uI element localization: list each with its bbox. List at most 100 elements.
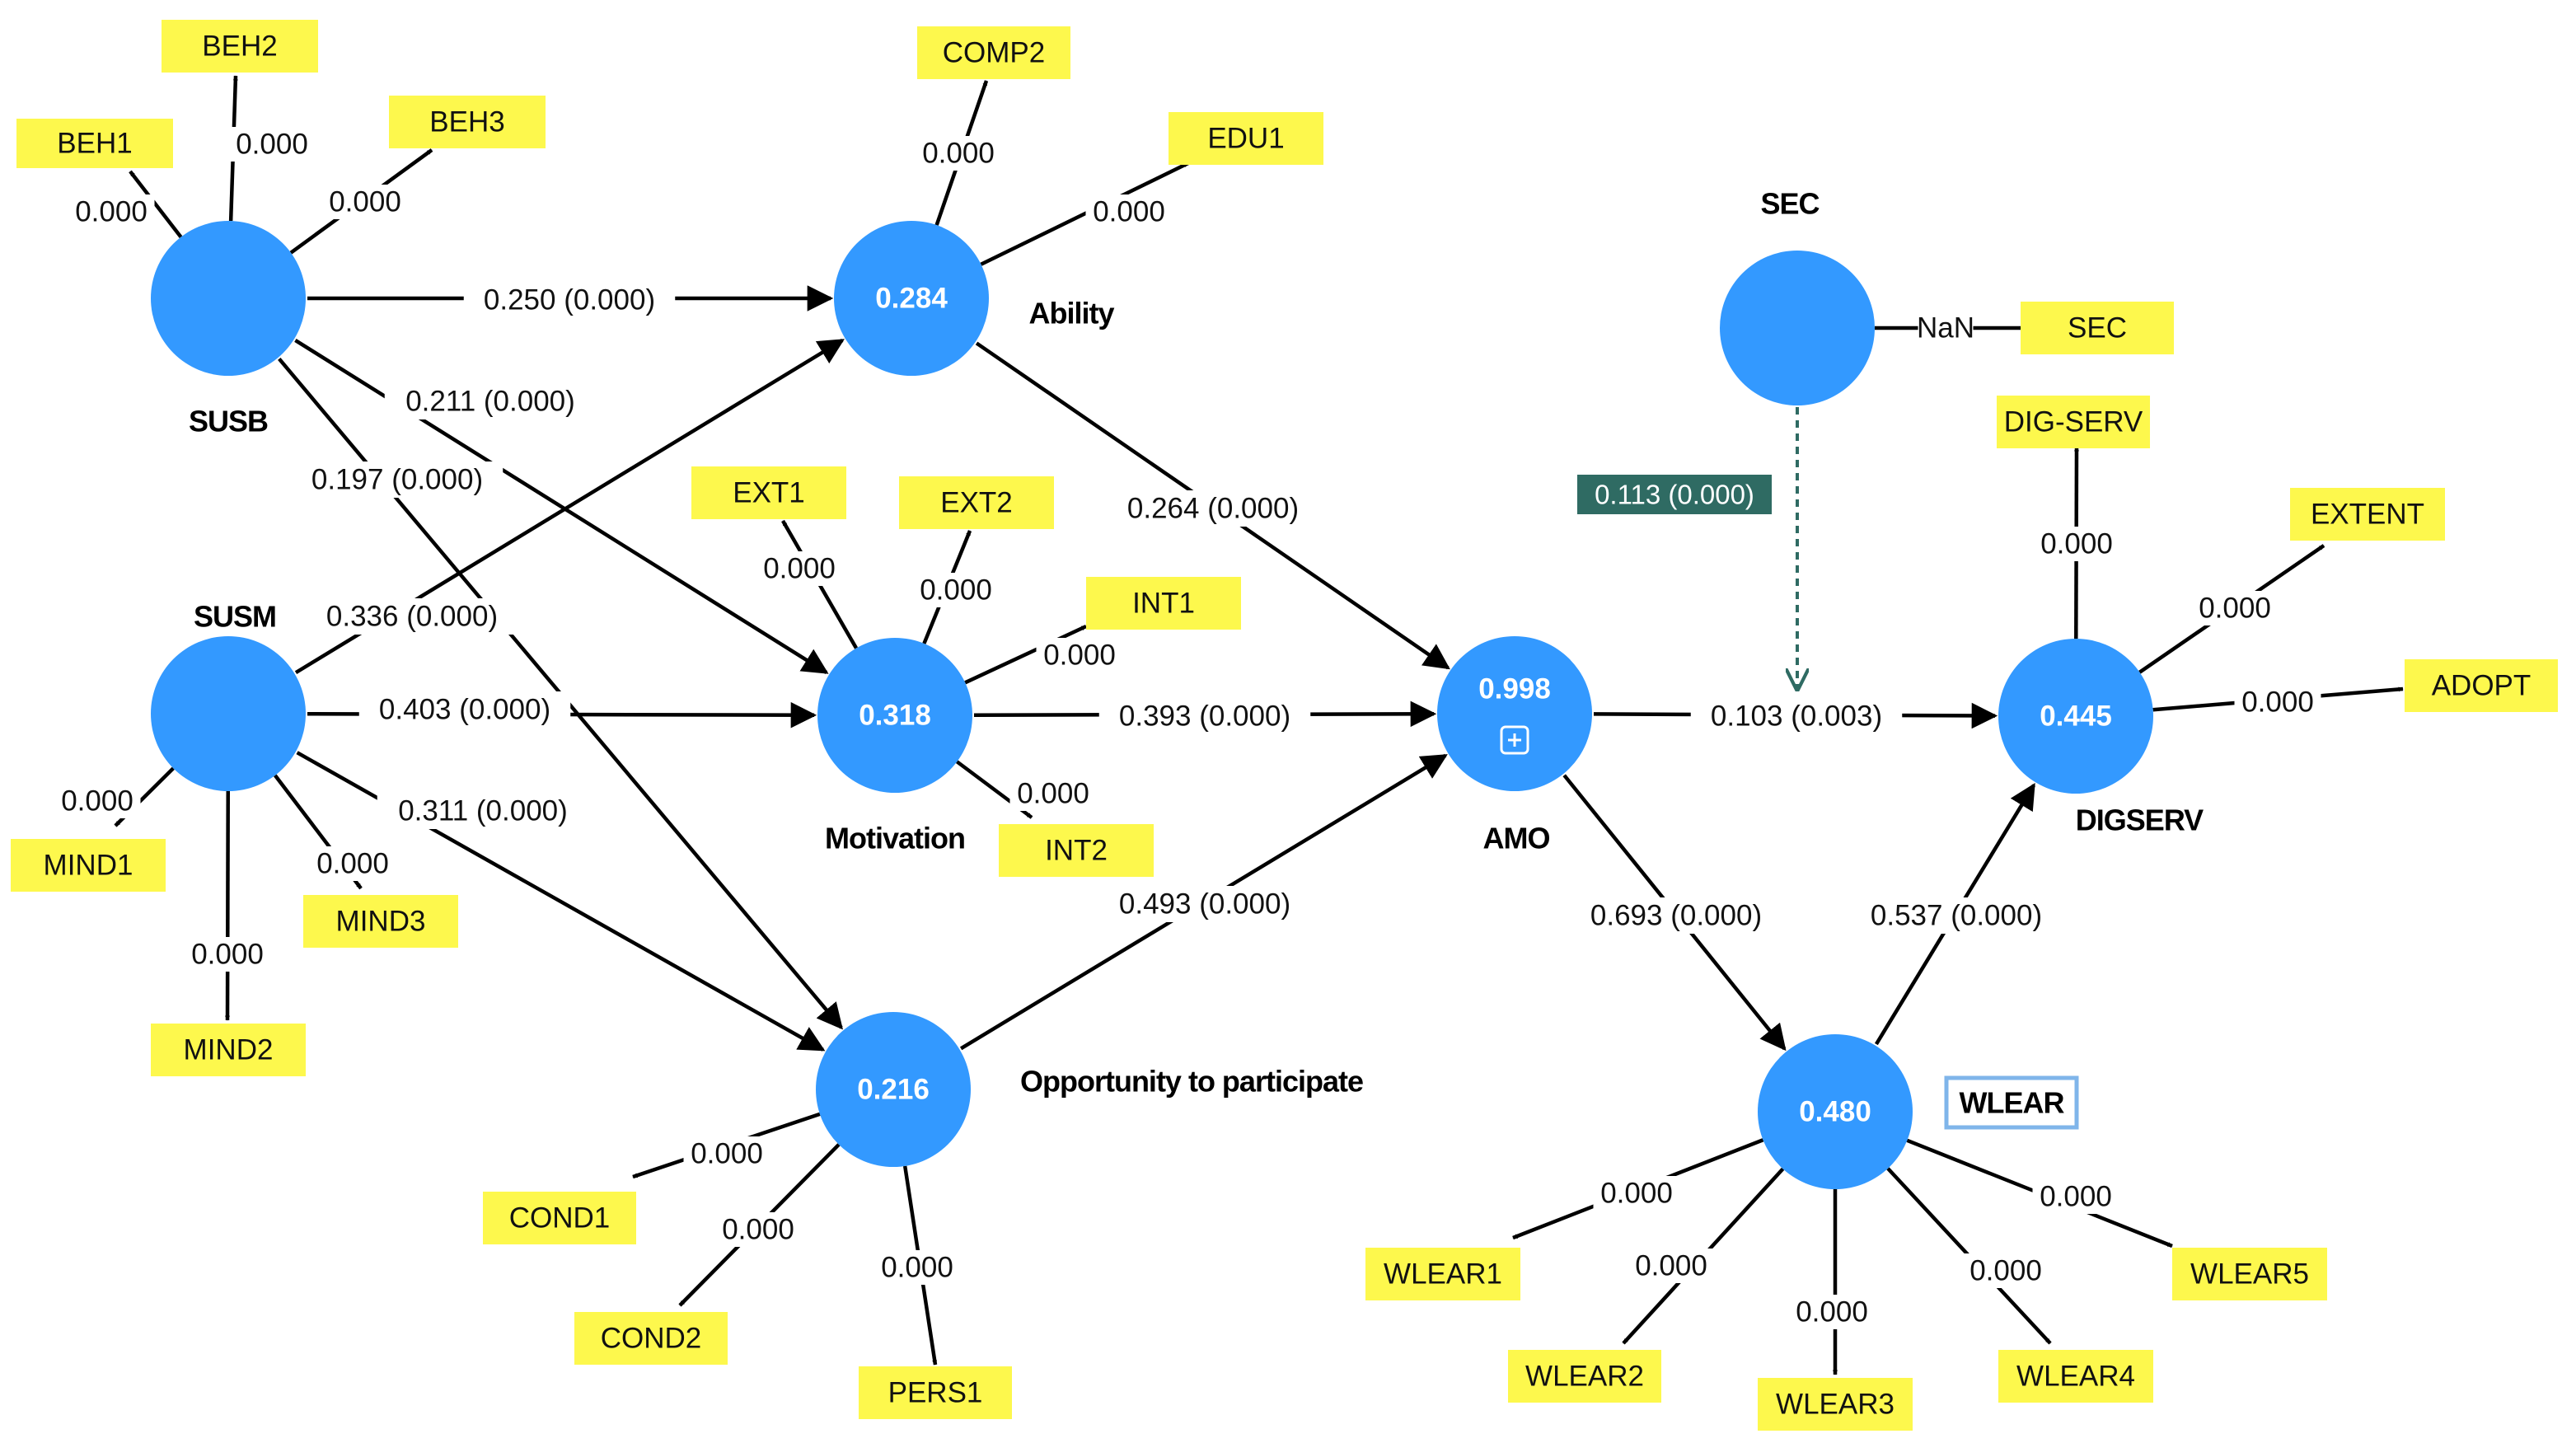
indicator-mind3[interactable]: MIND3 [303,895,458,948]
svg-text:0.000: 0.000 [329,186,401,218]
loading-value-label: 0.000 [2191,591,2279,625]
svg-text:0.000: 0.000 [691,1138,763,1170]
svg-text:WLEAR4: WLEAR4 [2016,1361,2135,1393]
indicator-cond2[interactable]: COND2 [574,1312,728,1365]
indicator-ext1[interactable]: EXT1 [691,466,846,519]
construct-name-label: DIGSERV [2076,803,2204,837]
construct-name-label[interactable]: WLEAR [1944,1075,2079,1130]
path-coefficient-label: 0.250 (0.000) [463,282,676,318]
svg-text:0.000: 0.000 [2241,686,2314,719]
construct-r-squared: 0.284 [875,283,948,315]
loading-value-label: 0.000 [756,551,843,586]
svg-text:0.000: 0.000 [2199,593,2271,625]
construct-wlear[interactable]: 0.480 [1758,1034,1913,1189]
indicator-pers1[interactable]: PERS1 [859,1366,1012,1419]
indicator-mind2[interactable]: MIND2 [151,1024,306,1076]
svg-text:0.000: 0.000 [2040,1181,2112,1213]
path-coefficient-label: 0.403 (0.000) [358,691,571,728]
indicator-cond1[interactable]: COND1 [483,1192,636,1244]
loading-value-label: 0.000 [309,846,396,881]
indicator-extent[interactable]: EXTENT [2290,488,2445,541]
construct-ability[interactable]: 0.284 [834,221,989,376]
svg-text:NaN: NaN [1917,312,1974,344]
svg-text:WLEAR3: WLEAR3 [1776,1389,1895,1421]
svg-text:0.493 (0.000): 0.493 (0.000) [1119,888,1290,921]
loading-value-label: 0.000 [1628,1249,1715,1283]
svg-text:WLEAR1: WLEAR1 [1384,1258,1502,1291]
svg-text:0.393 (0.000): 0.393 (0.000) [1119,700,1290,733]
loading-value-label: 0.000 [1036,638,1123,672]
plus-square-icon[interactable] [1500,725,1529,755]
svg-text:0.693 (0.000): 0.693 (0.000) [1590,900,1762,932]
svg-text:0.000: 0.000 [1093,196,1165,228]
construct-r-squared: 0.480 [1799,1096,1871,1128]
indicator-int2[interactable]: INT2 [999,824,1154,877]
indicator-int1[interactable]: INT1 [1086,577,1241,630]
indicator-beh3[interactable]: BEH3 [389,96,546,148]
loading-value-label: 0.000 [683,1136,770,1171]
construct-susm[interactable] [151,636,306,791]
construct-susb[interactable] [151,221,306,376]
loading-value-label: 0.000 [2234,685,2321,719]
indicator-adopt[interactable]: ADOPT [2405,659,2558,712]
path-coefficient-label: 0.211 (0.000) [384,383,597,419]
indicator-wlear1[interactable]: WLEAR1 [1365,1248,1520,1300]
svg-text:0.000: 0.000 [1600,1178,1673,1210]
construct-motivation[interactable]: 0.318 [817,638,972,793]
indicator-wlear2[interactable]: WLEAR2 [1508,1350,1661,1403]
indicator-beh1[interactable]: BEH1 [16,119,173,168]
construct-digserv[interactable]: 0.445 [1998,639,2153,794]
svg-text:0.000: 0.000 [1043,640,1116,672]
loading-arrow-int1 [964,624,1087,685]
construct-name-label: Motivation [825,822,965,855]
path-coefficient-label: 0.693 (0.000) [1570,897,1782,934]
svg-text:0.000: 0.000 [722,1214,794,1246]
svg-text:0.000: 0.000 [316,848,389,880]
construct-name-label: SEC [1760,187,1820,221]
svg-text:0.000: 0.000 [236,129,308,161]
loading-value-label: 0.000 [68,194,155,229]
svg-text:MIND1: MIND1 [44,850,133,882]
svg-text:0.000: 0.000 [763,553,836,585]
svg-text:COND1: COND1 [509,1202,611,1235]
indicator-mind1[interactable]: MIND1 [11,839,166,892]
svg-text:BEH2: BEH2 [202,30,277,63]
construct-name-label: SUSB [189,405,268,438]
loading-value-label: 0.000 [1009,776,1097,811]
construct-opportunity-to-participate[interactable]: 0.216 [816,1012,971,1167]
indicator-beh2[interactable]: BEH2 [162,20,318,73]
svg-text:0.000: 0.000 [2040,528,2113,560]
svg-text:INT1: INT1 [1132,588,1195,620]
indicator-edu1[interactable]: EDU1 [1169,112,1323,165]
svg-text:0.311 (0.000): 0.311 (0.000) [398,795,568,827]
svg-text:0.000: 0.000 [1969,1255,2042,1287]
indicator-wlear3[interactable]: WLEAR3 [1758,1378,1913,1431]
svg-text:WLEAR2: WLEAR2 [1525,1361,1644,1393]
path-coefficient-label: 0.393 (0.000) [1098,698,1311,734]
indicator-ext2[interactable]: EXT2 [899,476,1054,529]
loading-value-label: 0.000 [1788,1295,1876,1329]
indicator-comp2[interactable]: COMP2 [917,26,1070,79]
path-arrow-susb-to-motivation[interactable] [294,338,829,674]
indicator-wlear4[interactable]: WLEAR4 [1998,1350,2153,1403]
svg-text:BEH1: BEH1 [57,128,132,160]
loading-value-label: 0.000 [2032,1179,2119,1214]
indicator-wlear5[interactable]: WLEAR5 [2172,1248,2327,1300]
loading-value-label: NaN [1917,311,1974,345]
svg-text:0.000: 0.000 [920,574,992,607]
construct-name-label: Opportunity to participate [1020,1065,1363,1099]
construct-amo[interactable]: 0.998 [1437,636,1592,791]
path-coefficient-label: 0.264 (0.000) [1107,490,1319,527]
svg-text:0.537 (0.000): 0.537 (0.000) [1871,900,2042,932]
indicator-dig-serv[interactable]: DIG-SERV [1997,396,2150,448]
svg-text:0.211 (0.000): 0.211 (0.000) [405,386,575,418]
construct-name-label: Ability [1028,297,1114,330]
svg-text:0.000: 0.000 [1635,1250,1707,1282]
indicator-sec[interactable]: SEC [2021,302,2174,354]
loading-arrow-mind2 [225,790,231,1021]
construct-sec[interactable] [1720,251,1875,405]
construct-r-squared: 0.998 [1478,673,1551,705]
svg-text:0.000: 0.000 [61,785,133,818]
loading-arrow-beh1 [129,170,183,238]
svg-text:0.197 (0.000): 0.197 (0.000) [311,464,483,496]
